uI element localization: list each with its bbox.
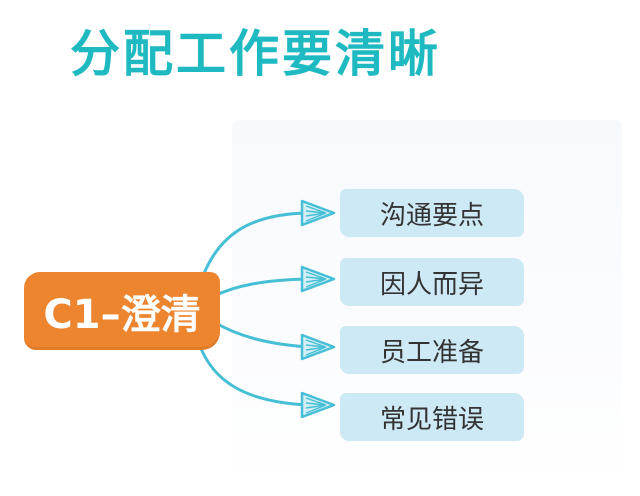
slide-title: 分配工作要清晰 — [70, 25, 441, 83]
center-node: C1–澄清 — [24, 272, 220, 350]
connector-line-4 — [198, 344, 310, 407]
branch-label-4: 常见错误 — [379, 404, 484, 435]
connector-line-1 — [201, 211, 310, 278]
branch-label-3: 员工准备 — [379, 337, 484, 368]
arrow-head-1 — [300, 199, 336, 227]
branch-node-4: 常见错误 — [340, 393, 524, 441]
connector-line-2 — [212, 277, 310, 298]
arrow-head-3 — [300, 333, 336, 361]
branch-node-3: 员工准备 — [340, 326, 524, 374]
branch-label-1: 沟通要点 — [379, 200, 484, 231]
branch-node-1: 沟通要点 — [340, 189, 524, 237]
arrow-head-2 — [300, 265, 336, 293]
branch-label-2: 因人而异 — [379, 269, 484, 300]
arrow-head-4 — [300, 391, 336, 419]
branch-node-2: 因人而异 — [340, 258, 524, 306]
center-node-label: C1–澄清 — [43, 292, 201, 338]
connector-line-3 — [212, 320, 310, 349]
